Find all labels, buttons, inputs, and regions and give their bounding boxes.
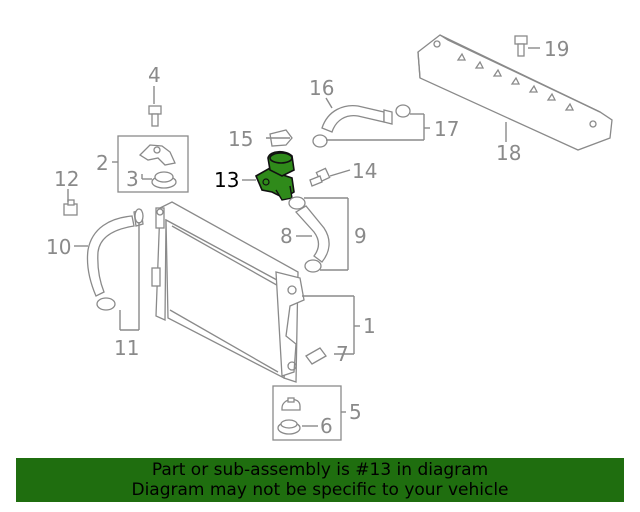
callout-5: 5 bbox=[349, 400, 362, 424]
bolt-part-14[interactable] bbox=[309, 167, 331, 187]
callout-19: 19 bbox=[544, 37, 569, 61]
callout-11: 11 bbox=[114, 336, 139, 360]
leader-lines bbox=[67, 47, 540, 427]
callout-9: 9 bbox=[354, 224, 367, 248]
bracket-assembly-box-2 bbox=[117, 135, 189, 193]
hose-clamp-part-9[interactable] bbox=[304, 259, 322, 273]
upper-hose-part-16[interactable] bbox=[321, 104, 393, 133]
callout-7: 7 bbox=[336, 342, 349, 366]
radiator-hose-part-10[interactable] bbox=[86, 209, 144, 297]
callout-6: 6 bbox=[320, 414, 333, 438]
callout-3: 3 bbox=[126, 167, 139, 191]
banner-line-1: Part or sub-assembly is #13 in diagram bbox=[151, 460, 489, 480]
callout-12: 12 bbox=[54, 167, 79, 191]
radiator-support-part-18[interactable] bbox=[417, 34, 613, 151]
bolt-part-4[interactable] bbox=[148, 105, 162, 127]
callout-17: 17 bbox=[434, 117, 459, 141]
bolt-part-19[interactable] bbox=[514, 35, 528, 57]
callout-10: 10 bbox=[46, 235, 71, 259]
callout-8: 8 bbox=[280, 224, 293, 248]
hose-clip-part-12[interactable] bbox=[63, 199, 78, 216]
callout-4: 4 bbox=[148, 63, 161, 87]
callout-2: 2 bbox=[96, 151, 109, 175]
callout-15: 15 bbox=[228, 127, 253, 151]
lower-hose-part-8[interactable] bbox=[288, 196, 330, 263]
hose-clamp-part-11[interactable] bbox=[96, 208, 144, 311]
callout-14: 14 bbox=[352, 159, 377, 183]
water-outlet-fitting-part-13[interactable] bbox=[254, 150, 295, 201]
hose-clamp-part-17[interactable] bbox=[312, 104, 411, 148]
part-notice-banner: Part or sub-assembly is #13 in diagram D… bbox=[16, 458, 624, 502]
cap-box-5 bbox=[272, 385, 342, 441]
radiator-cap-part-5[interactable] bbox=[281, 397, 301, 411]
callout-1: 1 bbox=[363, 314, 376, 338]
gasket-part-6[interactable] bbox=[277, 419, 301, 435]
banner-line-2: Diagram may not be specific to your vehi… bbox=[131, 480, 509, 500]
drain-plug-part-7[interactable] bbox=[305, 347, 327, 365]
exploded-parts-diagram: 4 2 3 12 10 11 15 16 17 18 19 13 14 8 9 … bbox=[46, 34, 613, 441]
callout-13: 13 bbox=[214, 168, 239, 192]
radiator-core-part-1[interactable] bbox=[151, 201, 305, 383]
mount-insulator-part-3[interactable] bbox=[151, 171, 177, 189]
callout-16: 16 bbox=[309, 76, 334, 100]
callout-18: 18 bbox=[496, 141, 521, 165]
bracket-part[interactable] bbox=[138, 144, 176, 166]
